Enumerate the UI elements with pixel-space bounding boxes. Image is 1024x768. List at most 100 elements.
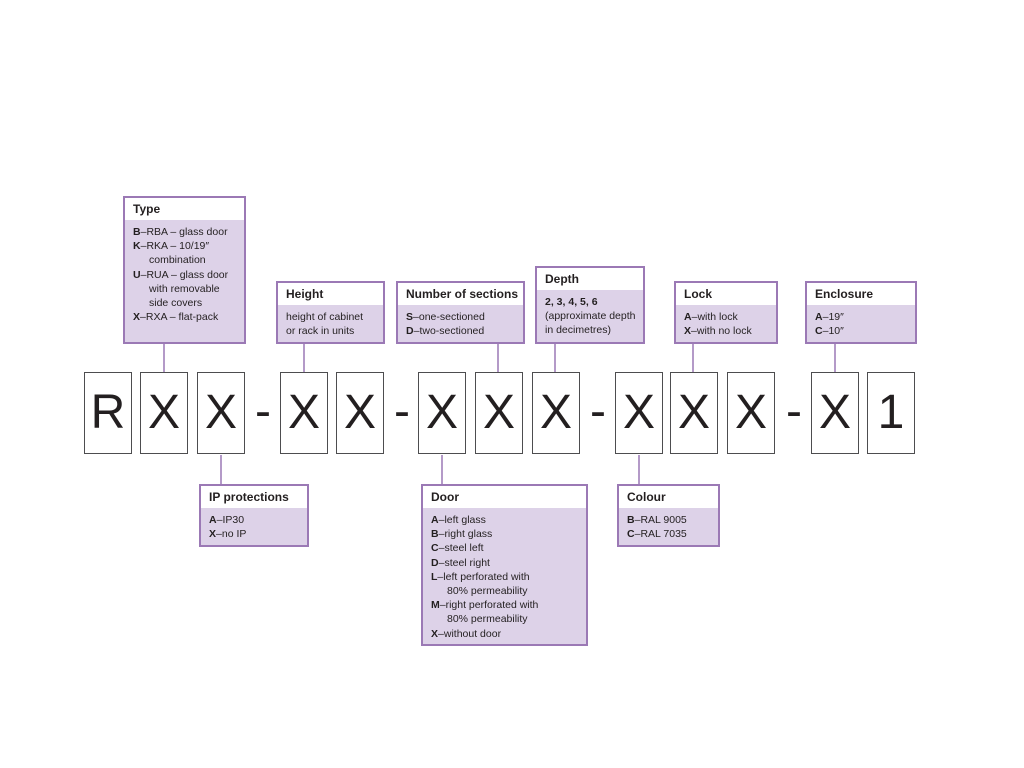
code-dash-1: - [255,385,271,438]
option-text: IP30 [222,514,245,526]
option-text: one-sectioned [418,311,485,323]
option-sep: – [691,325,697,338]
option-text: steel right [444,556,490,569]
option-key: M [431,599,440,612]
option-sep: – [140,311,146,324]
option-text: left glass [444,514,486,526]
option-key: C [815,325,823,338]
option-sep: – [822,325,829,338]
code-char-2: X [140,372,188,454]
lock-card-title: Lock [676,283,776,305]
ip-protections-card: IP protections A – IP30 X – no IP [199,484,309,547]
lock-card-body: A – with lock X – with no lock [676,305,776,342]
code-char-3: X [197,372,245,454]
depth-values: 2, 3, 4, 5, 6 [545,296,598,308]
option-text: RBA – glass door [146,226,228,238]
sections-card-title: Number of sections [398,283,523,305]
option-text: left perforated with [443,570,530,583]
option-row: X – without door [431,627,580,641]
depth-card-title: Depth [537,268,643,290]
depth-description-line: (approximate depth [545,310,636,323]
option-key: A [815,311,823,323]
option-row: C – 10″ [815,324,909,338]
option-text: 19″ [828,311,844,323]
option-row: U – RUA – glass door [133,268,238,282]
option-sep: – [439,599,446,612]
option-row: A – 19″ [815,310,909,324]
code-dash-2: - [394,385,410,438]
code-char-12: X [811,372,859,454]
option-key: B [627,514,635,526]
option-key: A [209,514,217,526]
ip-protections-card-title: IP protections [201,486,307,508]
option-row: D – steel right [431,556,580,570]
code-char-9: X [615,372,663,454]
height-card-body: height of cabinet or rack in units [278,305,383,342]
depth-card-body: 2, 3, 4, 5, 6 (approximate depth in deci… [537,290,643,342]
code-dash-3: - [590,385,606,438]
height-description-line: height of cabinet [286,311,364,323]
option-sep: – [216,528,222,541]
option-row: C – RAL 7035 [627,527,712,541]
option-row: X – no IP [209,527,301,541]
option-text: RKA – 10/19″ [146,240,210,253]
option-key: L [431,570,438,583]
code-char-1: R [84,372,132,454]
option-sep: – [140,240,147,253]
option-key: A [684,311,692,323]
option-row: B – right glass [431,527,580,541]
code-char-10: X [670,372,718,454]
option-text: with lock [697,311,738,323]
option-sep: – [691,311,698,323]
option-text: without door [443,627,502,640]
option-row: A – IP30 [209,513,301,527]
code-char-6: X [418,372,466,454]
option-sep: – [437,570,444,583]
code-char-11: X [727,372,775,454]
type-card-title: Type [125,198,244,220]
sections-card-body: S – one-sectioned D – two-sectioned [398,305,523,342]
option-key: S [406,311,414,323]
code-char-8: X [532,372,580,454]
enclosure-card: Enclosure A – 19″ C – 10″ [805,281,917,344]
option-key: D [406,325,414,338]
option-text: RUA – glass door [146,268,229,281]
enclosure-card-body: A – 19″ C – 10″ [807,305,915,342]
code-dash-4: - [786,385,802,438]
option-row: B – RBA – glass door [133,225,238,239]
option-key: D [431,556,439,569]
option-row: S – one-sectioned [406,310,517,324]
colour-card-title: Colour [619,486,718,508]
door-card: Door A – left glass B – right glass C – … [421,484,588,646]
option-sep: – [822,311,829,323]
option-text: 10″ [828,325,844,338]
option-text: no IP [221,528,247,541]
option-sep: – [413,325,420,338]
option-key: X [684,325,692,338]
option-row: B – RAL 9005 [627,513,712,527]
option-sep: – [634,514,641,526]
option-text: with no lock [696,325,752,338]
option-text: right glass [444,528,493,541]
option-continuation: combination [149,254,206,267]
height-description-line: or rack in units [286,325,355,338]
option-sep: – [438,556,445,569]
door-card-body: A – left glass B – right glass C – steel… [423,508,586,644]
option-key: B [133,226,141,238]
option-key: A [431,514,439,526]
door-card-title: Door [423,486,586,508]
sections-card: Number of sections S – one-sectioned D –… [396,281,525,344]
option-row: A – left glass [431,513,580,527]
option-sep: – [413,311,419,323]
enclosure-card-title: Enclosure [807,283,915,305]
option-sep: – [438,528,445,541]
option-row: C – steel left [431,541,580,555]
height-card: Height height of cabinet or rack in unit… [276,281,385,344]
option-key: X [209,528,217,541]
colour-card: Colour B – RAL 9005 C – RAL 7035 [617,484,720,547]
option-continuation: 80% permeability [447,613,528,626]
option-key: K [133,240,141,253]
option-row: X – RXA – flat-pack [133,310,238,324]
option-continuation: 80% permeability [447,585,528,598]
